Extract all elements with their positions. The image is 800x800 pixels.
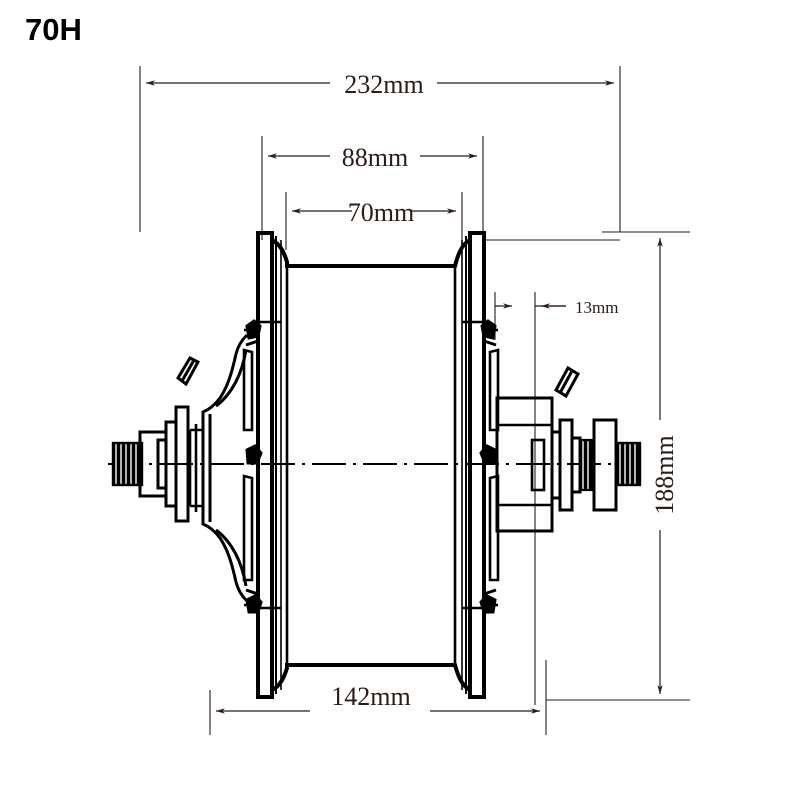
right-spoke-nipples — [462, 319, 500, 614]
dimension-label-142mm: 142mm — [331, 682, 410, 711]
dimension-label-88mm: 88mm — [342, 143, 408, 172]
hub-drum-top-profile — [270, 238, 472, 268]
extension-lines — [139, 66, 690, 735]
dimension-label-70mm: 70mm — [348, 198, 414, 227]
dimension-lines — [146, 80, 663, 714]
page-title: 70H — [25, 12, 82, 47]
left-axle-thread — [111, 441, 144, 487]
hub-motor-body — [256, 231, 486, 699]
right-flange-plate — [468, 231, 486, 699]
dimension-label-188mm: 188mm — [650, 435, 679, 514]
dimension-label-232mm: 232mm — [344, 70, 423, 99]
left-side-cover — [188, 334, 256, 602]
dimension-label-13mm: 13mm — [575, 298, 618, 317]
right-axle-thread — [578, 438, 642, 492]
left-flange-plate — [256, 231, 274, 699]
left-cable-stub — [176, 356, 201, 387]
right-cable-stub — [553, 365, 581, 399]
